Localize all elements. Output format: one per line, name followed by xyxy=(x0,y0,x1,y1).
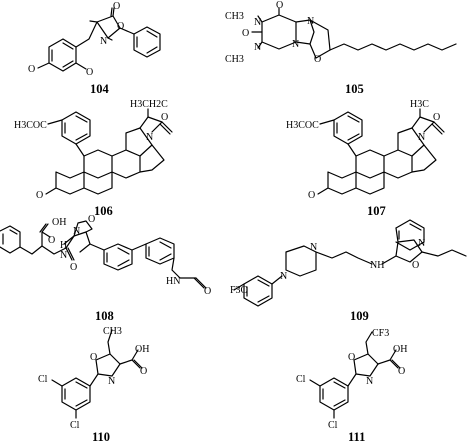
atom-acetyl: H3COC xyxy=(286,120,319,131)
atom-o-keto: O xyxy=(36,190,43,201)
structure-105: O CH3 N O N CH3 N N O 105 xyxy=(225,0,457,96)
structure-111: CF3 OH O O N Cl Cl 111 xyxy=(296,328,407,444)
atom-o-oxazole: O xyxy=(348,352,355,363)
atom-o-acetyl: O xyxy=(204,286,211,297)
atom-o-oxazole: O xyxy=(412,260,419,271)
structure-106: H3COC H3CH2C O N O 106 xyxy=(14,99,173,218)
atom-n7: N xyxy=(307,16,314,27)
atom-o-ring: O xyxy=(161,112,168,123)
atom-ch3: CH3 xyxy=(103,326,122,337)
atom-o-keto: O xyxy=(308,190,315,201)
atom-o-methoxy-1: O xyxy=(28,64,35,75)
atom-n: N xyxy=(100,36,107,47)
compound-number-107: 107 xyxy=(367,204,386,218)
compound-number-110: 110 xyxy=(92,430,110,444)
compound-number-106: 106 xyxy=(94,204,113,218)
compound-number-109: 109 xyxy=(350,309,369,323)
atom-oh: OH xyxy=(135,344,149,355)
atom-n1: N xyxy=(254,17,261,28)
atom-methyl: H3C xyxy=(410,99,429,110)
atom-n-oxazole: N xyxy=(108,376,115,387)
atom-cl2: Cl xyxy=(70,420,80,431)
atom-cf3: CF3 xyxy=(372,328,389,339)
structure-107: H3COC H3C O N O 107 xyxy=(286,99,445,218)
atom-o-oxazole: O xyxy=(90,352,97,363)
atom-n-oxazole: N xyxy=(73,226,80,237)
atom-ch3-top: CH3 xyxy=(225,11,244,22)
atom-cl2: Cl xyxy=(328,420,338,431)
atom-o-acid: O xyxy=(140,366,147,377)
atom-n2: N xyxy=(310,242,317,253)
atom-o-carbonyl: O xyxy=(113,1,120,12)
atom-cf3: F3C xyxy=(230,285,248,296)
atom-o-ring: O xyxy=(433,112,440,123)
atom-n3: N xyxy=(254,42,261,53)
atom-o-ring: O xyxy=(117,21,124,32)
atom-o-methoxy-2: O xyxy=(86,67,93,78)
atom-o-left: O xyxy=(242,28,249,39)
atom-n-oxazole: N xyxy=(366,376,373,387)
atom-ch3-bot: CH3 xyxy=(225,54,244,65)
atom-oh: OH xyxy=(52,217,66,228)
atom-o-amide: O xyxy=(70,262,77,273)
atom-n-amide: N xyxy=(60,250,67,261)
compound-number-104: 104 xyxy=(90,82,110,96)
structure-109: F3C N N NH N O 109 xyxy=(230,219,467,323)
compound-number-105: 105 xyxy=(345,82,364,96)
structure-104: O O N O O 104 xyxy=(28,1,161,96)
atom-n: N xyxy=(418,132,425,143)
atom-acetyl: H3COC xyxy=(14,120,47,131)
atom-n-oxazole: N xyxy=(418,238,425,249)
atom-n1: N xyxy=(280,271,287,282)
atom-o-acid: O xyxy=(48,235,55,246)
structure-108: OH O H N O N O HN O 108 xyxy=(0,214,211,323)
atom-oh: OH xyxy=(393,344,407,355)
atom-hn: HN xyxy=(166,276,180,287)
atom-n9: N xyxy=(292,39,299,50)
atom-o-acid: O xyxy=(398,366,405,377)
compound-number-111: 111 xyxy=(348,430,365,444)
atom-o-top: O xyxy=(276,0,283,11)
atom-cl1: Cl xyxy=(38,374,48,385)
atom-o-oxazole: O xyxy=(88,214,95,225)
atom-n: N xyxy=(146,132,153,143)
compound-number-108: 108 xyxy=(95,309,114,323)
atom-cl1: Cl xyxy=(296,374,306,385)
atom-ethyl: H3CH2C xyxy=(130,99,168,110)
atom-nh: NH xyxy=(370,260,384,271)
structure-110: CH3 OH O O N Cl Cl 110 xyxy=(38,326,149,444)
atom-o-ring: O xyxy=(314,54,321,65)
atom-h-amide: H xyxy=(60,240,67,251)
